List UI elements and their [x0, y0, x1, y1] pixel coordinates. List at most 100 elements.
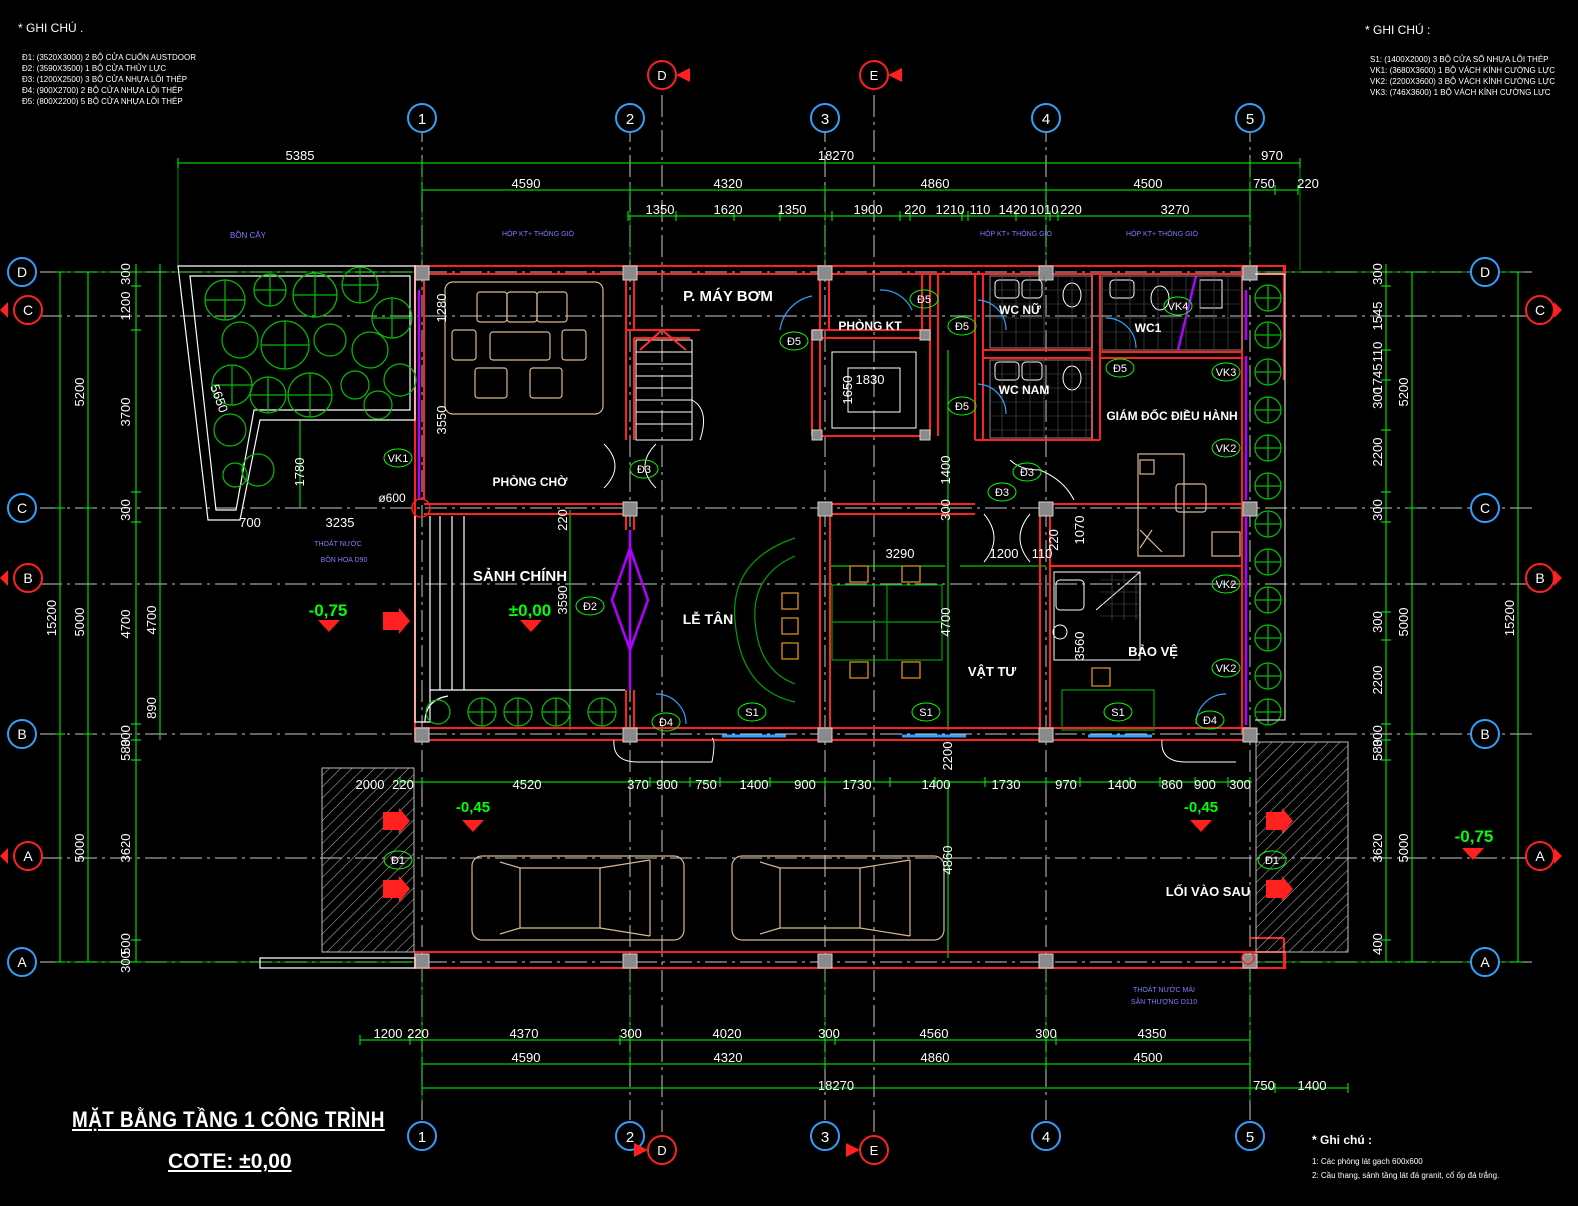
tag-outline	[1012, 462, 1042, 482]
dimension-text: 300	[1370, 499, 1385, 521]
dimension-text: 1400	[938, 456, 953, 485]
dimension-text: 1200	[990, 546, 1019, 561]
grid-row-label: C	[1480, 500, 1490, 516]
dimension-text: 2200	[1370, 438, 1385, 467]
door-window-tag: Đ5	[955, 321, 969, 333]
dimension-text: 3620	[1370, 834, 1385, 863]
annotation-label: BỒN HOA D90	[321, 554, 368, 564]
room-label: SẢNH CHÍNH	[473, 568, 567, 585]
dimension-text: 220	[407, 1026, 429, 1041]
door-window-tag: Đ5	[1113, 363, 1127, 375]
tag-outline	[1105, 358, 1135, 378]
dimension-text: 700	[239, 515, 261, 530]
dimension-text: 1280	[434, 294, 449, 323]
dimension-text: 5650	[207, 382, 231, 414]
tag-outline	[1211, 658, 1241, 678]
dimension-text: 3700	[118, 398, 133, 427]
grid-column-label: 1	[418, 111, 426, 128]
dimension-text: 3270	[1161, 202, 1190, 217]
dimension-text: 300	[938, 499, 953, 521]
door-window-tag: VK2	[1216, 663, 1237, 675]
dimension-text: 4350	[1138, 1026, 1167, 1041]
level-label: -0,75	[1455, 827, 1494, 846]
dimension-text: 1200	[118, 292, 133, 321]
room-label: VẬT TƯ	[968, 664, 1017, 679]
dimension-text: 1010	[1030, 202, 1059, 217]
door-window-tag: Đ3	[995, 487, 1009, 499]
dimension-text: 900	[1194, 777, 1216, 792]
dimension-text: 15200	[44, 600, 59, 636]
tag-outline	[1195, 710, 1225, 730]
dimension-text: 300	[1370, 263, 1385, 285]
door-window-tag: Đ2	[583, 601, 597, 613]
dimension-text: 300	[118, 951, 133, 973]
door-window-tag: VK1	[388, 453, 409, 465]
dimension-text: 3560	[1072, 632, 1087, 661]
dimension-text: 4320	[714, 1050, 743, 1065]
dimension-text: 4700	[144, 606, 159, 635]
grid-row-label: C	[17, 500, 27, 516]
dimension-text: 5200	[72, 378, 87, 407]
dimension-text: 1545	[1370, 302, 1385, 331]
door-window-tag: Đ4	[659, 717, 673, 729]
dimension-text: 1200	[374, 1026, 403, 1041]
dimension-text: 15200	[1502, 600, 1517, 636]
dimension-text: 4520	[513, 777, 542, 792]
dimension-text: 400	[1370, 933, 1385, 955]
tag-outline	[779, 331, 809, 351]
dimension-text: 2200	[1370, 666, 1385, 695]
section-mark-label: B	[1535, 570, 1544, 586]
notes-right-line: VK2: (2200X3600) 3 BỘ VÁCH KÍNH CƯỜNG LỰ…	[1370, 77, 1556, 86]
grid-column-label: 3	[821, 111, 829, 128]
level-labels: -0,75±0,00-0,45-0,45-0,75	[309, 601, 1494, 846]
dimension-text: 300	[1370, 611, 1385, 633]
dimension-text: 4700	[118, 610, 133, 639]
section-mark-label: B	[23, 570, 32, 586]
level-label: -0,75	[309, 601, 348, 620]
dimension-text: 900	[656, 777, 678, 792]
grid-column-label: 5	[1246, 1129, 1254, 1146]
dimension-text: 1900	[854, 202, 883, 217]
tag-outline	[1211, 574, 1241, 594]
dimension-text: 900	[794, 777, 816, 792]
dimension-text: 110	[1370, 342, 1385, 363]
dimension-text: 4860	[921, 176, 950, 191]
section-mark-label: E	[870, 68, 879, 83]
room-label: LỄ TÂN	[683, 610, 734, 627]
room-label: WC NỮ	[999, 302, 1041, 317]
dimension-text: 1730	[992, 777, 1021, 792]
dimension-text: 3550	[434, 406, 449, 435]
dimension-text: 3620	[118, 834, 133, 863]
tag-outline	[1103, 702, 1133, 722]
dimension-text: 4500	[1134, 1050, 1163, 1065]
dimension-text: 3235	[326, 515, 355, 530]
tag-outline	[947, 396, 977, 416]
room-label: LỐI VÀO SAU	[1166, 884, 1251, 899]
section-mark-label: D	[657, 1143, 666, 1158]
dimension-text: 4320	[714, 176, 743, 191]
section-mark-label: C	[23, 302, 33, 318]
grid-row-label: D	[17, 264, 27, 280]
dimension-text: 110	[1032, 546, 1053, 561]
room-label: PHÒNG KT	[838, 318, 902, 333]
notes-left-title: * GHI CHÚ .	[18, 21, 84, 35]
dimension-text: 1210	[936, 202, 965, 217]
dimension-text: 3290	[886, 546, 915, 561]
dimension-text: 1780	[292, 458, 307, 487]
tag-outline	[947, 316, 977, 336]
dimension-text: 18270	[818, 1078, 854, 1093]
level-label: ±0,00	[509, 601, 551, 620]
notes-left-line: Đ5: (800X2200) 5 BỘ CỬA NHỰA LÕI THÉP	[22, 97, 183, 106]
grid-column-label: 4	[1042, 111, 1050, 128]
notes-bottom-line: 2: Cầu thang, sảnh tầng lát đá granit, c…	[1312, 1171, 1500, 1180]
annotation-label: ø600	[378, 491, 406, 505]
dimension-text: 300	[1035, 1026, 1057, 1041]
door-window-tag: VK2	[1216, 443, 1237, 455]
grid-column-label: 4	[1042, 1129, 1050, 1146]
level-label: -0,45	[456, 799, 490, 816]
